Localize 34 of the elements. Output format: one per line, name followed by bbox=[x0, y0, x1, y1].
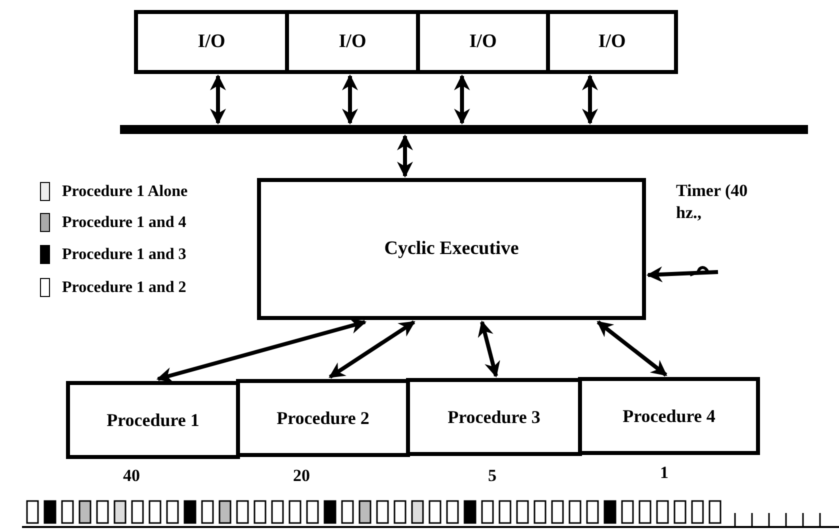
double-arrow bbox=[342, 74, 358, 125]
double-arrow bbox=[210, 74, 226, 125]
double-arrow bbox=[582, 74, 598, 125]
legend-label: Procedure 1 and 2 bbox=[62, 278, 186, 296]
legend-label: Procedure 1 and 4 bbox=[62, 214, 186, 232]
double-arrow bbox=[478, 320, 500, 378]
double-arrow bbox=[328, 320, 416, 379]
procedure-box bbox=[578, 377, 760, 455]
box-label: I/O bbox=[598, 31, 626, 53]
procedure-box bbox=[236, 379, 410, 457]
double-arrow bbox=[454, 74, 470, 125]
rate-label: 20 bbox=[293, 466, 310, 486]
box-label: I/O bbox=[469, 31, 497, 53]
box-label: Procedure 1 bbox=[106, 410, 200, 430]
double-arrow bbox=[397, 134, 413, 178]
rate-label: 40 bbox=[123, 466, 140, 486]
rate-label: 1 bbox=[660, 463, 668, 483]
legend-label: Procedure 1 Alone bbox=[62, 182, 188, 200]
box-label: Procedure 3 bbox=[448, 406, 540, 428]
rate-label: 5 bbox=[488, 466, 496, 486]
box-label: Procedure 2 bbox=[276, 408, 370, 428]
executive-box bbox=[257, 178, 646, 320]
double-arrow bbox=[646, 266, 718, 282]
double-arrow bbox=[156, 318, 367, 383]
box-label: Procedure 4 bbox=[622, 406, 716, 426]
procedure-box bbox=[66, 381, 240, 459]
box-label: Cyclic Executive bbox=[384, 238, 519, 260]
procedure-box bbox=[406, 378, 582, 456]
double-arrow bbox=[596, 320, 668, 377]
legend-label: Procedure 1 and 3 bbox=[62, 246, 186, 264]
timer-label: Timer (40 hz., bbox=[676, 180, 749, 224]
box-label: I/O bbox=[198, 31, 226, 53]
box-label: I/O bbox=[338, 31, 366, 53]
bus-bar bbox=[120, 125, 808, 134]
